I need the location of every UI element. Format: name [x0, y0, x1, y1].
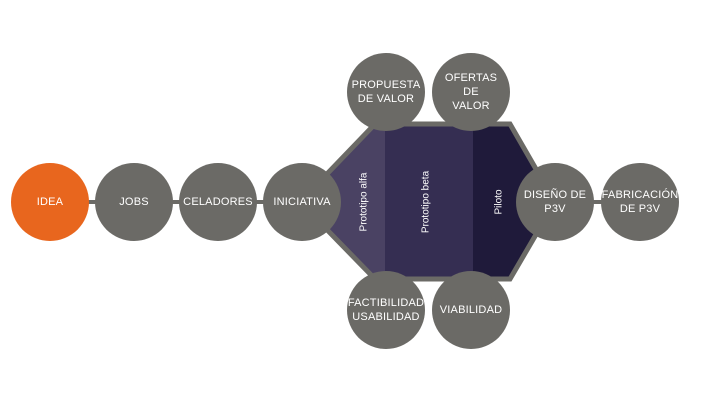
node-jobs: JOBS — [95, 163, 173, 241]
node-ofertas-de-valor: OFERTAS DE VALOR — [432, 53, 510, 131]
phase-band-beta — [385, 124, 473, 279]
node-celadores: CELADORES — [179, 163, 257, 241]
node-iniciativa: INICIATIVA — [263, 163, 341, 241]
phase-label-beta: Prototipo beta — [420, 170, 432, 234]
node-factibilidad-usabilidad: FACTIBILIDAD USABILIDAD — [347, 271, 425, 349]
phase-label-alfa: Prototipo alfa — [358, 172, 370, 232]
node-propuesta-de-valor: PROPUESTA DE VALOR — [347, 53, 425, 131]
phase-label-piloto: Piloto — [493, 189, 505, 215]
node-fabricacion-p3v: FABRICACIÓN DE P3V — [601, 163, 679, 241]
node-idea: IDEA — [11, 163, 89, 241]
node-diseno-p3v: DISEÑO DE P3V — [516, 163, 594, 241]
node-viabilidad: VIABILIDAD — [432, 271, 510, 349]
